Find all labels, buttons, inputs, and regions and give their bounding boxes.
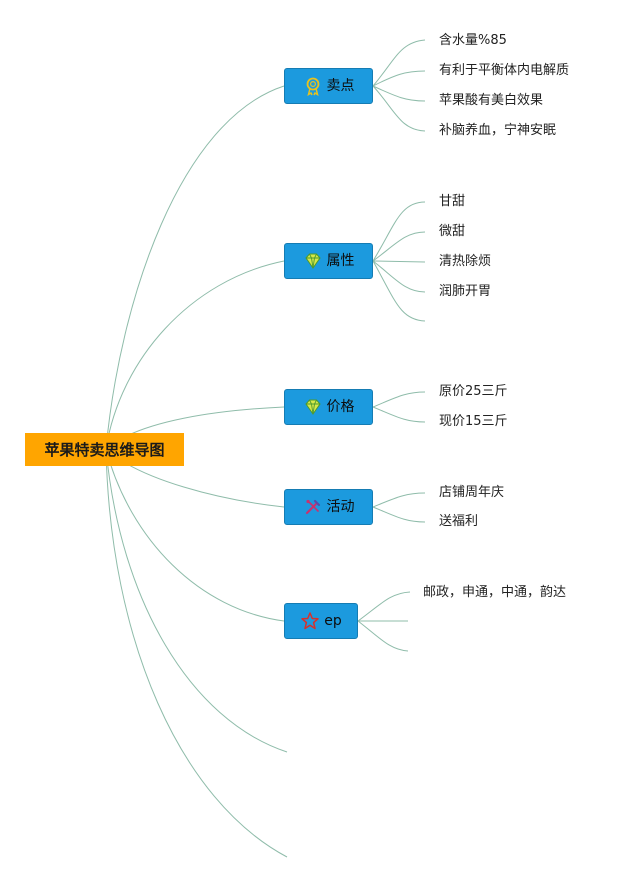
connector-b3-l1 — [372, 391, 426, 408]
branch-label: ep — [324, 613, 342, 629]
connector-b2-l1 — [372, 201, 426, 262]
connector-b2-l2 — [372, 231, 426, 262]
branch-node-ep[interactable]: ep — [284, 603, 358, 639]
leaf-text[interactable]: 邮政，申通，中通，韵达 — [423, 585, 567, 600]
tools-icon — [303, 497, 323, 517]
branch-label: 属性 — [326, 253, 355, 269]
award-ribbon-icon — [303, 76, 323, 96]
leaf-text[interactable]: 甘甜 — [439, 194, 466, 209]
branch-node-attributes[interactable]: 属性 — [284, 243, 373, 279]
connector-b3-l2 — [372, 406, 426, 423]
connector-b1-l4 — [372, 85, 426, 132]
connector-root-empty-1 — [105, 448, 288, 753]
branch-node-activities[interactable]: 活动 — [284, 489, 373, 525]
connector-b5-l3 — [357, 620, 409, 652]
connector-root-branch-5 — [105, 448, 285, 622]
branch-node-selling-points[interactable]: 卖点 — [284, 68, 373, 104]
connector-b5-l1 — [357, 591, 411, 622]
leaf-text[interactable]: 补脑养血，宁神安眠 — [439, 123, 557, 138]
leaf-text[interactable]: 润肺开胃 — [439, 284, 492, 299]
leaf-text[interactable]: 现价15三斤 — [439, 414, 508, 429]
diamond-icon — [303, 251, 323, 271]
leaf-text[interactable]: 店铺周年庆 — [439, 485, 505, 500]
leaf-text[interactable]: 含水量%85 — [439, 33, 507, 48]
diamond-icon — [303, 397, 323, 417]
mindmap-root-node[interactable]: 苹果特卖思维导图 — [25, 433, 184, 466]
leaf-text[interactable]: 有利于平衡体内电解质 — [439, 63, 570, 78]
leaf-text[interactable]: 原价25三斤 — [439, 384, 508, 399]
connector-root-branch-1 — [105, 85, 285, 450]
branch-label: 卖点 — [326, 78, 355, 94]
leaf-text[interactable]: 送福利 — [439, 514, 479, 529]
root-title: 苹果特卖思维导图 — [44, 441, 165, 459]
connector-b1-l3 — [372, 85, 426, 102]
connector-b2-l4 — [372, 260, 426, 293]
connector-b1-l2 — [372, 70, 426, 87]
connector-b1-l1 — [372, 39, 426, 87]
branch-node-price[interactable]: 价格 — [284, 389, 373, 425]
star-icon — [300, 611, 320, 631]
connector-root-empty-2 — [105, 448, 288, 858]
connector-b2-l3 — [372, 260, 426, 263]
branch-label: 活动 — [326, 499, 355, 515]
connector-b4-l1 — [372, 492, 426, 508]
connector-b4-l2 — [372, 506, 426, 523]
leaf-text[interactable]: 微甜 — [439, 224, 466, 239]
connector-b2-l5 — [372, 260, 426, 322]
branch-label: 价格 — [326, 399, 355, 415]
connector-root-branch-2 — [105, 260, 285, 450]
leaf-text[interactable]: 清热除烦 — [439, 254, 492, 269]
leaf-text[interactable]: 苹果酸有美白效果 — [439, 93, 544, 108]
